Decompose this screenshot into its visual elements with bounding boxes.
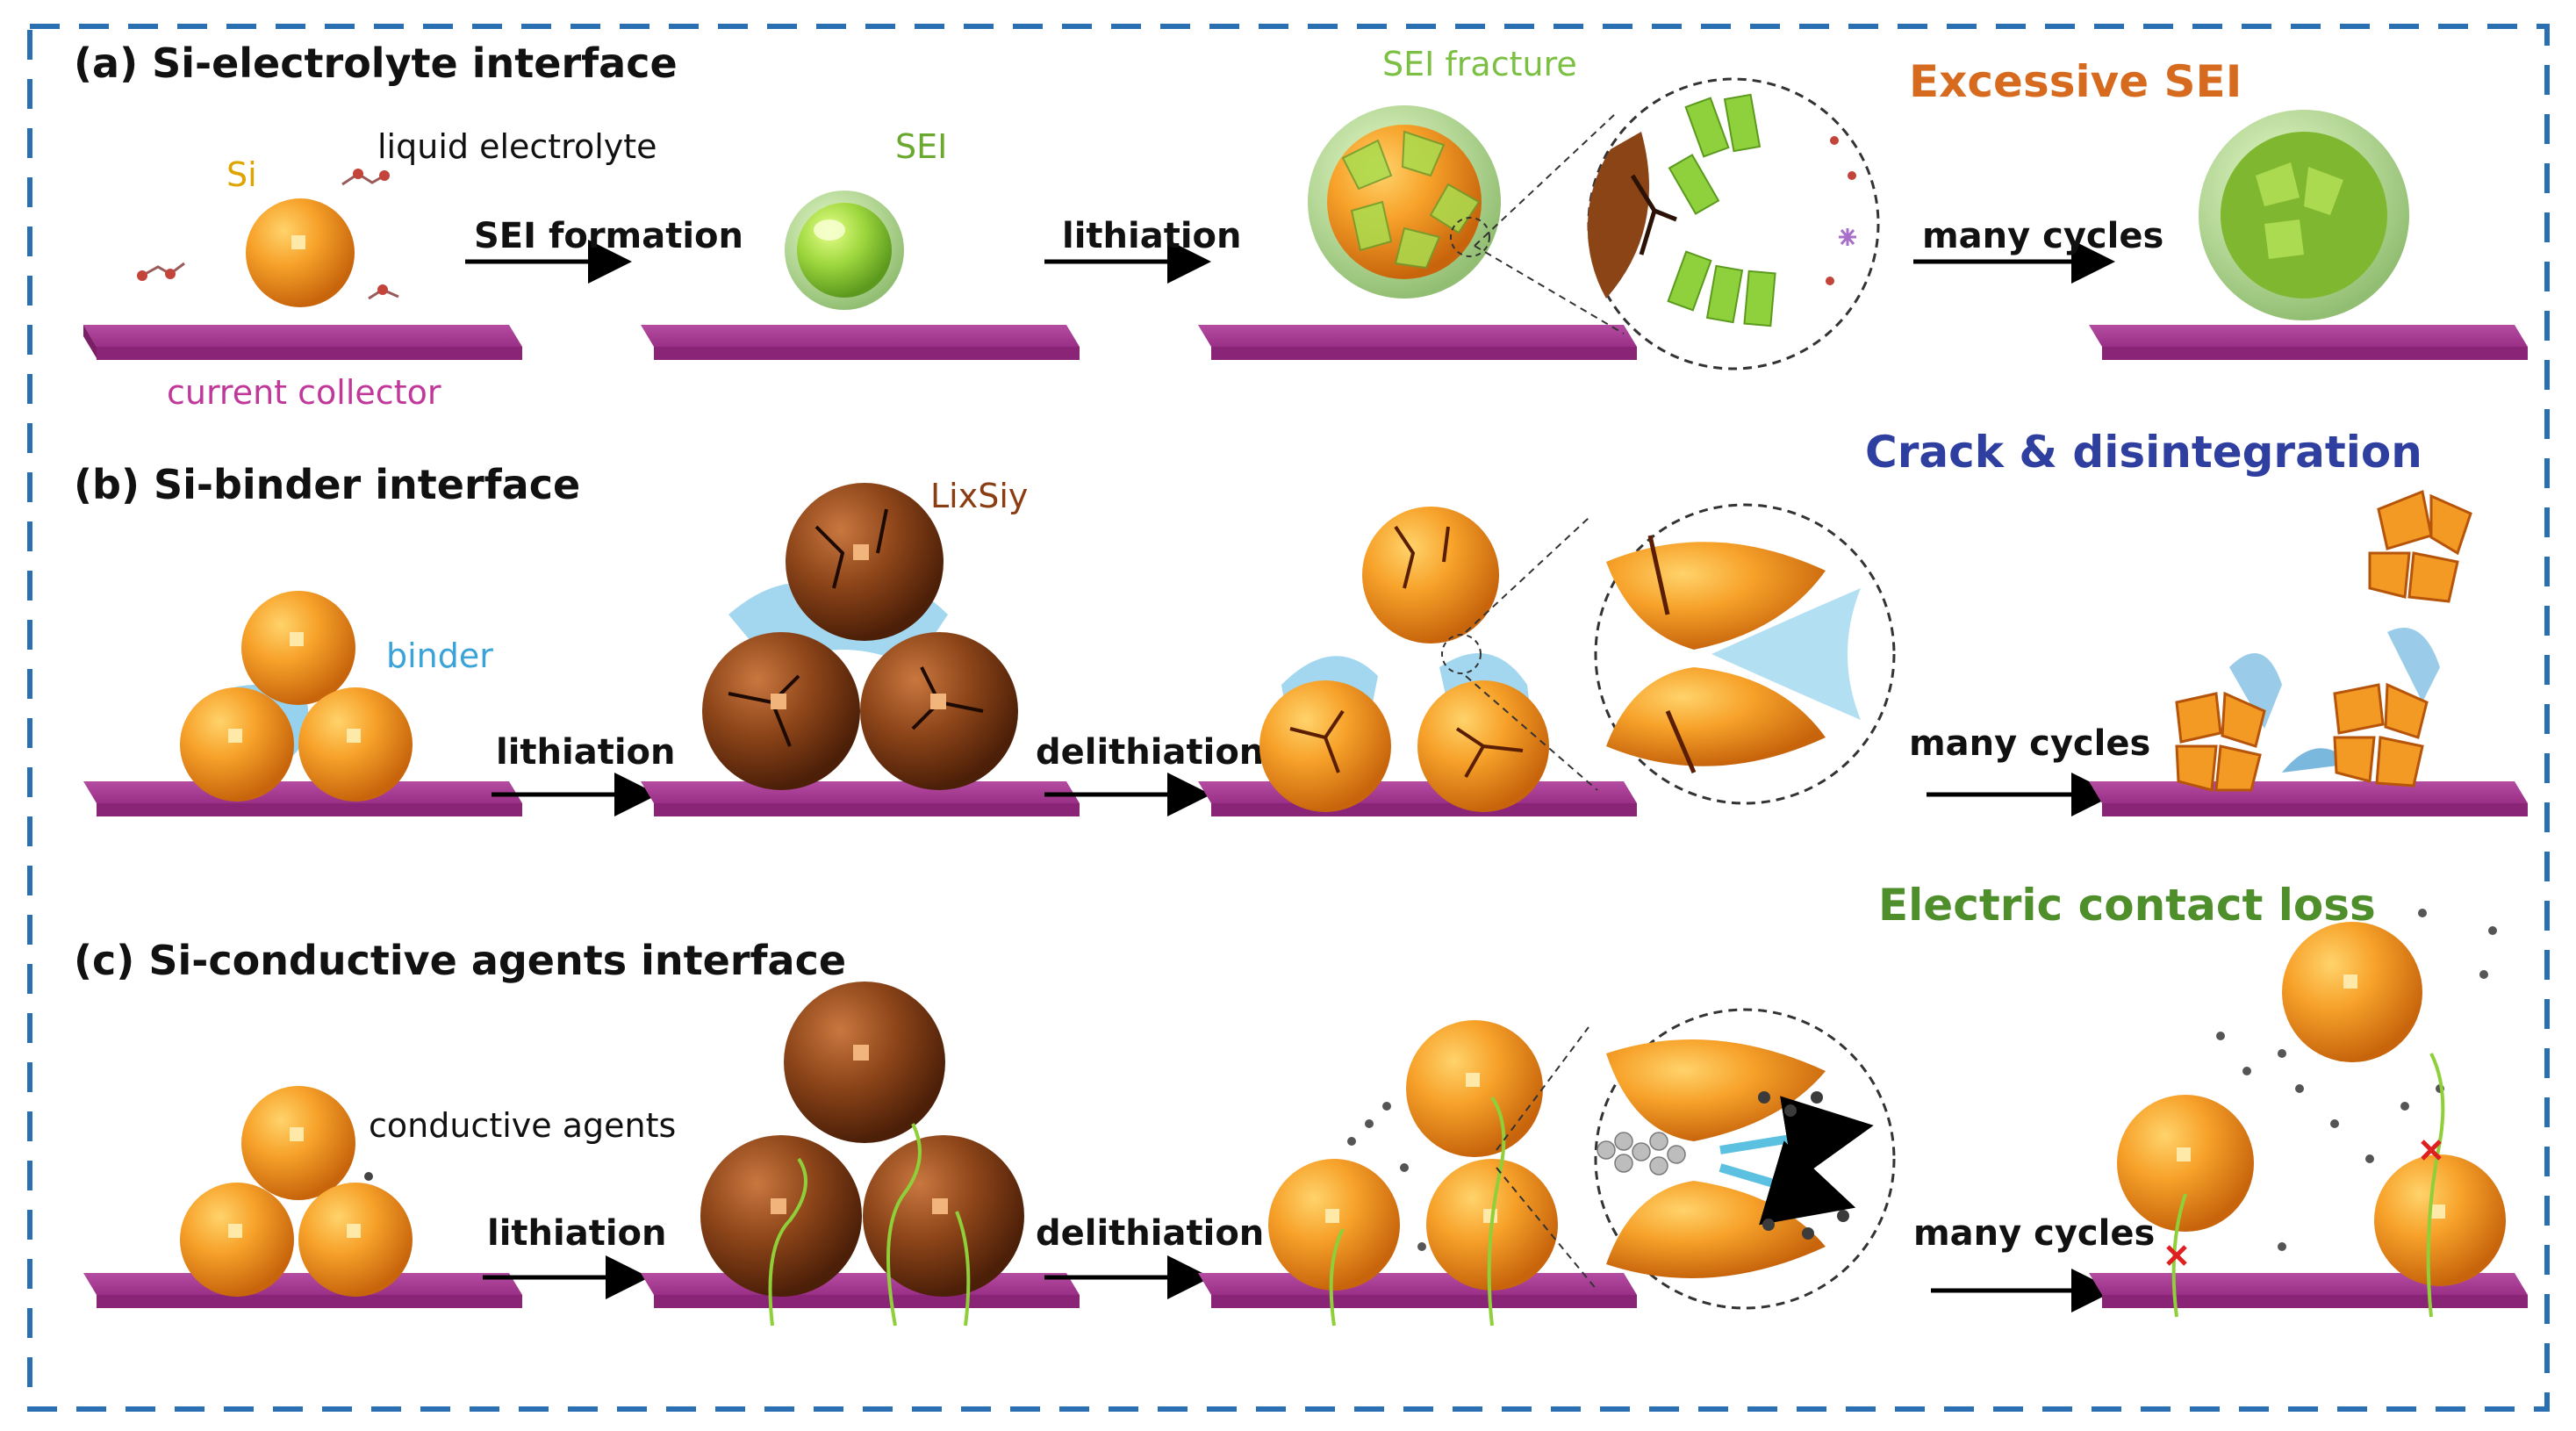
- lithiated-particle: [784, 982, 945, 1143]
- current-collector: [2089, 781, 2528, 803]
- b-zoom-inset: [1441, 503, 1896, 805]
- arrow-a-2-label: lithiation: [1062, 216, 1242, 256]
- sei-label: SEI: [895, 127, 947, 166]
- sei-fragments: [1341, 130, 1481, 270]
- current-collector: [1198, 325, 1637, 347]
- lithiated-particle: [786, 483, 944, 641]
- cracked-particle: [1362, 507, 1499, 644]
- current-collector: [83, 1273, 522, 1295]
- arrow-a-1-label: SEI formation: [474, 216, 743, 256]
- lithiated-particle: [860, 632, 1018, 790]
- sei-fracture-label: SEI fracture: [1382, 45, 1577, 83]
- si-particle: [2374, 1154, 2506, 1286]
- section-b-title: (b) Si-binder interface: [74, 461, 580, 508]
- lixsiy-label: LixSiy: [930, 477, 1028, 515]
- arrow-b-2-label: delithiation: [1036, 732, 1264, 773]
- fragmented-particle: [2175, 691, 2266, 792]
- liquid-electrolyte-label: liquid electrolyte: [377, 127, 657, 166]
- binder-label: binder: [386, 636, 493, 675]
- result-b-title: Crack & disintegration: [1865, 427, 2422, 478]
- arrow-c-2-label: delithiation: [1036, 1213, 1264, 1254]
- b-stage-2: LixSiy: [641, 477, 1080, 816]
- a-stage-2: SEI: [641, 127, 1080, 360]
- si-particle: [298, 687, 413, 802]
- si-particle: [1406, 1020, 1543, 1157]
- section-b: (b) Si-binder interface binder lithiatio…: [74, 427, 2528, 816]
- section-a: (a) Si-electrolyte interface Si liquid e…: [74, 40, 2528, 412]
- c-stage-4: Electric contact loss: [1878, 880, 2528, 1318]
- si-particle: [1268, 1159, 1400, 1291]
- cracked-particle: [1259, 680, 1391, 812]
- fragmented-particle: [2333, 682, 2429, 787]
- c-zoom-inset: [1496, 1008, 1896, 1310]
- current-collector: [641, 325, 1080, 347]
- c-stage-2: [641, 982, 1080, 1327]
- lithiated-particle: [700, 1135, 862, 1297]
- si-label: Si: [226, 155, 257, 194]
- fragmented-particle: [2368, 489, 2472, 603]
- current-collector: [83, 325, 522, 347]
- current-collector-label: current collector: [167, 373, 441, 412]
- broken-contact-mark: [2166, 1140, 2442, 1266]
- si-particle: [298, 1183, 413, 1297]
- c-stage-3: [1198, 1020, 1637, 1327]
- b-stage-1: binder: [83, 591, 522, 816]
- si-particle: [241, 591, 355, 705]
- a-stage-4: Excessive SEI: [1909, 56, 2528, 360]
- b-stage-4: Crack & disintegration: [1865, 427, 2528, 816]
- si-particle: [241, 1086, 355, 1200]
- arrow-c-1-label: lithiation: [487, 1213, 667, 1254]
- si-particle: [2117, 1095, 2254, 1232]
- lithiated-particle: [702, 632, 860, 790]
- conductive-agents-label: conductive agents: [369, 1106, 676, 1145]
- result-a-title: Excessive SEI: [1909, 56, 2242, 107]
- detached-particle: [2282, 922, 2422, 1062]
- current-collector: [1198, 1273, 1637, 1295]
- arrow-c-3-label: many cycles: [1913, 1213, 2155, 1254]
- conduction-paths: [768, 1123, 971, 1327]
- section-a-title: (a) Si-electrolyte interface: [74, 40, 678, 87]
- si-particle: [180, 687, 294, 802]
- b-stage-3: [1198, 507, 1637, 816]
- arrow-b-3-label: many cycles: [1909, 723, 2150, 764]
- section-c: (c) Si-conductive agents interface condu…: [74, 880, 2528, 1327]
- a-stage-3: SEI fracture: [1198, 45, 1637, 360]
- a-stage-1: Si liquid electrolyte current collector: [83, 127, 657, 412]
- lithiated-particle: [863, 1135, 1024, 1297]
- result-c-title: Electric contact loss: [1878, 880, 2376, 931]
- arrow-a-3-label: many cycles: [1922, 216, 2163, 256]
- dashed-frame: [27, 24, 2550, 1412]
- section-c-title: (c) Si-conductive agents interface: [74, 937, 846, 984]
- current-collector: [1198, 781, 1637, 803]
- arrow-b-1-label: lithiation: [496, 732, 676, 773]
- current-collector: [641, 781, 1080, 803]
- current-collector: [641, 1273, 1080, 1295]
- si-particle: [246, 198, 355, 307]
- current-collector: [2089, 325, 2528, 347]
- current-collector: [83, 781, 522, 803]
- si-particle: [180, 1183, 294, 1297]
- a-zoom-inset: [1450, 77, 1880, 370]
- c-stage-1: conductive agents: [83, 1086, 676, 1308]
